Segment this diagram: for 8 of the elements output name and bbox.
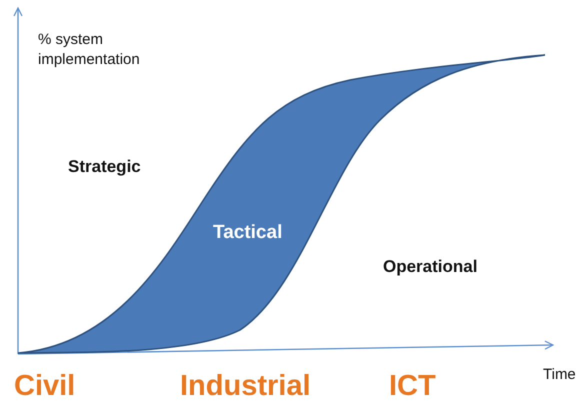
region-label: Operational xyxy=(383,257,478,277)
axis-title: % system implementation xyxy=(38,30,141,70)
axis-title: Time xyxy=(543,366,576,383)
era-label: Industrial xyxy=(180,370,311,403)
era-label: Civil xyxy=(14,370,76,403)
band-label: Tactical xyxy=(213,222,282,244)
era-label: ICT xyxy=(389,370,436,403)
region-label: Strategic xyxy=(68,157,141,177)
